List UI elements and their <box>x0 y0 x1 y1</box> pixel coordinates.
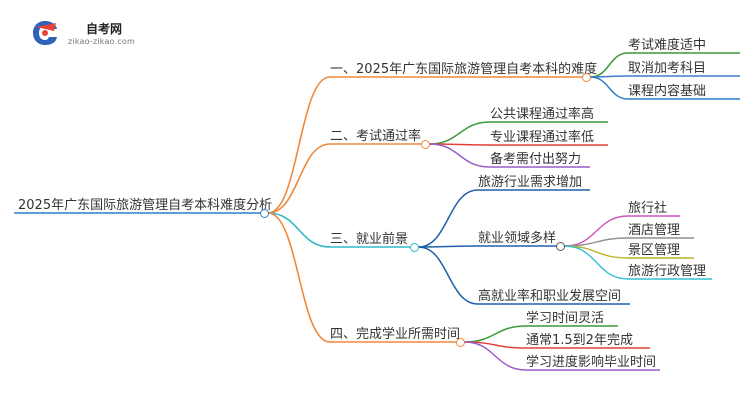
leaf-label[interactable]: 备考需付出努力 <box>490 152 582 167</box>
subbranch-node[interactable] <box>555 241 565 251</box>
connector-line <box>418 189 479 248</box>
branch-pass-rate-label[interactable]: 二、考试通过率 <box>330 129 422 144</box>
branch-node[interactable] <box>455 337 465 347</box>
leaf-label[interactable]: 景区管理 <box>628 243 681 258</box>
leaf-label[interactable]: 公共课程通过率高 <box>490 107 595 122</box>
leaf-label[interactable]: 高就业率和职业发展空间 <box>478 289 622 304</box>
leaf-label[interactable]: 学习进度影响毕业时间 <box>526 355 657 370</box>
leaf-label[interactable]: 取消加考科目 <box>628 61 707 76</box>
connector-line <box>429 121 491 145</box>
connector-line <box>464 325 527 343</box>
leaf-label[interactable]: 专业课程通过率低 <box>490 130 595 145</box>
connector-line <box>564 245 629 280</box>
leaf-label[interactable]: 通常1.5到2年完成 <box>526 333 633 348</box>
root-node[interactable] <box>259 208 269 218</box>
leaf-label[interactable]: 酒店管理 <box>628 223 681 238</box>
branch-employment-label[interactable]: 三、就业前景 <box>330 232 409 247</box>
branch-difficulty-label[interactable]: 一、2025年广东国际旅游管理自考本科的难度 <box>330 62 598 77</box>
subbranch-label[interactable]: 就业领域多样 <box>478 231 557 246</box>
leaf-label[interactable]: 学习时间灵活 <box>526 311 605 326</box>
connector-line <box>590 76 629 100</box>
connector-line <box>418 246 479 305</box>
root-topic-label[interactable]: 2025年广东国际旅游管理自考本科难度分析 <box>18 198 273 213</box>
connector-line <box>464 341 527 371</box>
leaf-label[interactable]: 旅行社 <box>628 201 668 216</box>
branch-node[interactable] <box>420 139 430 149</box>
leaf-label[interactable]: 旅游行业需求增加 <box>478 175 583 190</box>
branch-node[interactable] <box>581 72 591 82</box>
connector-line <box>267 143 331 214</box>
connector-line <box>418 245 479 248</box>
site-logo[interactable]: 自考网 zikao-zikao.com <box>30 16 150 52</box>
logo-name: 自考网 <box>86 22 123 36</box>
logo-url: zikao-zikao.com <box>68 37 135 46</box>
branch-node[interactable] <box>409 242 419 252</box>
connector-line <box>267 76 331 214</box>
connector-line <box>267 212 331 248</box>
connector-line <box>429 143 491 168</box>
branch-duration-label[interactable]: 四、完成学业所需时间 <box>330 327 461 342</box>
logo-icon <box>33 21 57 45</box>
leaf-label[interactable]: 旅游行政管理 <box>628 264 707 279</box>
leaf-label[interactable]: 考试难度适中 <box>628 38 707 53</box>
connector-line <box>267 212 331 343</box>
leaf-label[interactable]: 课程内容基础 <box>628 84 707 99</box>
